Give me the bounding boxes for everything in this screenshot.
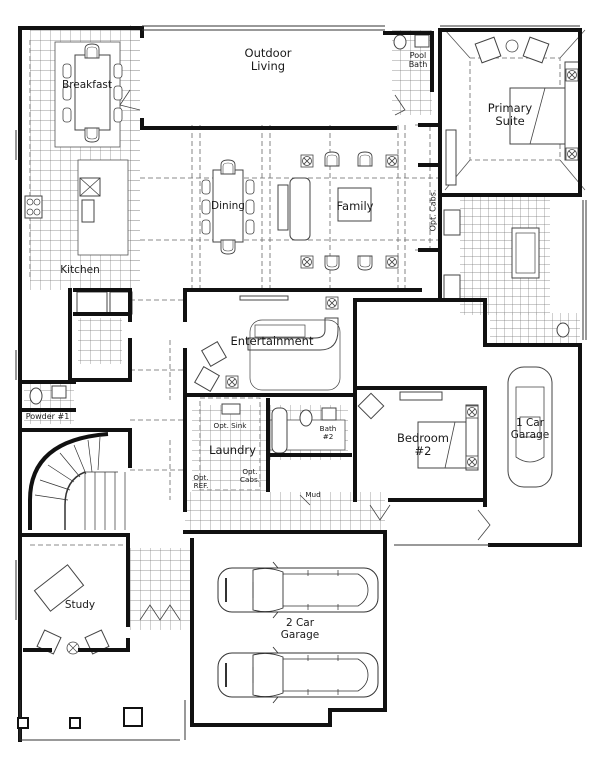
walls <box>18 26 582 742</box>
bedroom2-furniture <box>357 391 479 471</box>
porch-columns <box>17 707 143 729</box>
windows <box>15 25 587 741</box>
study-furniture <box>33 564 110 655</box>
spiral-stair <box>28 432 126 530</box>
car-icon <box>217 366 553 704</box>
kitchen-island-fixtures <box>24 177 133 315</box>
entertainment-furniture <box>194 295 341 392</box>
breakfast-table <box>62 43 123 143</box>
small-bath-fixtures <box>29 385 337 454</box>
primary-suite-furniture <box>444 29 586 191</box>
dining-table <box>201 159 255 255</box>
family-furniture <box>277 151 399 271</box>
doors <box>119 89 491 621</box>
